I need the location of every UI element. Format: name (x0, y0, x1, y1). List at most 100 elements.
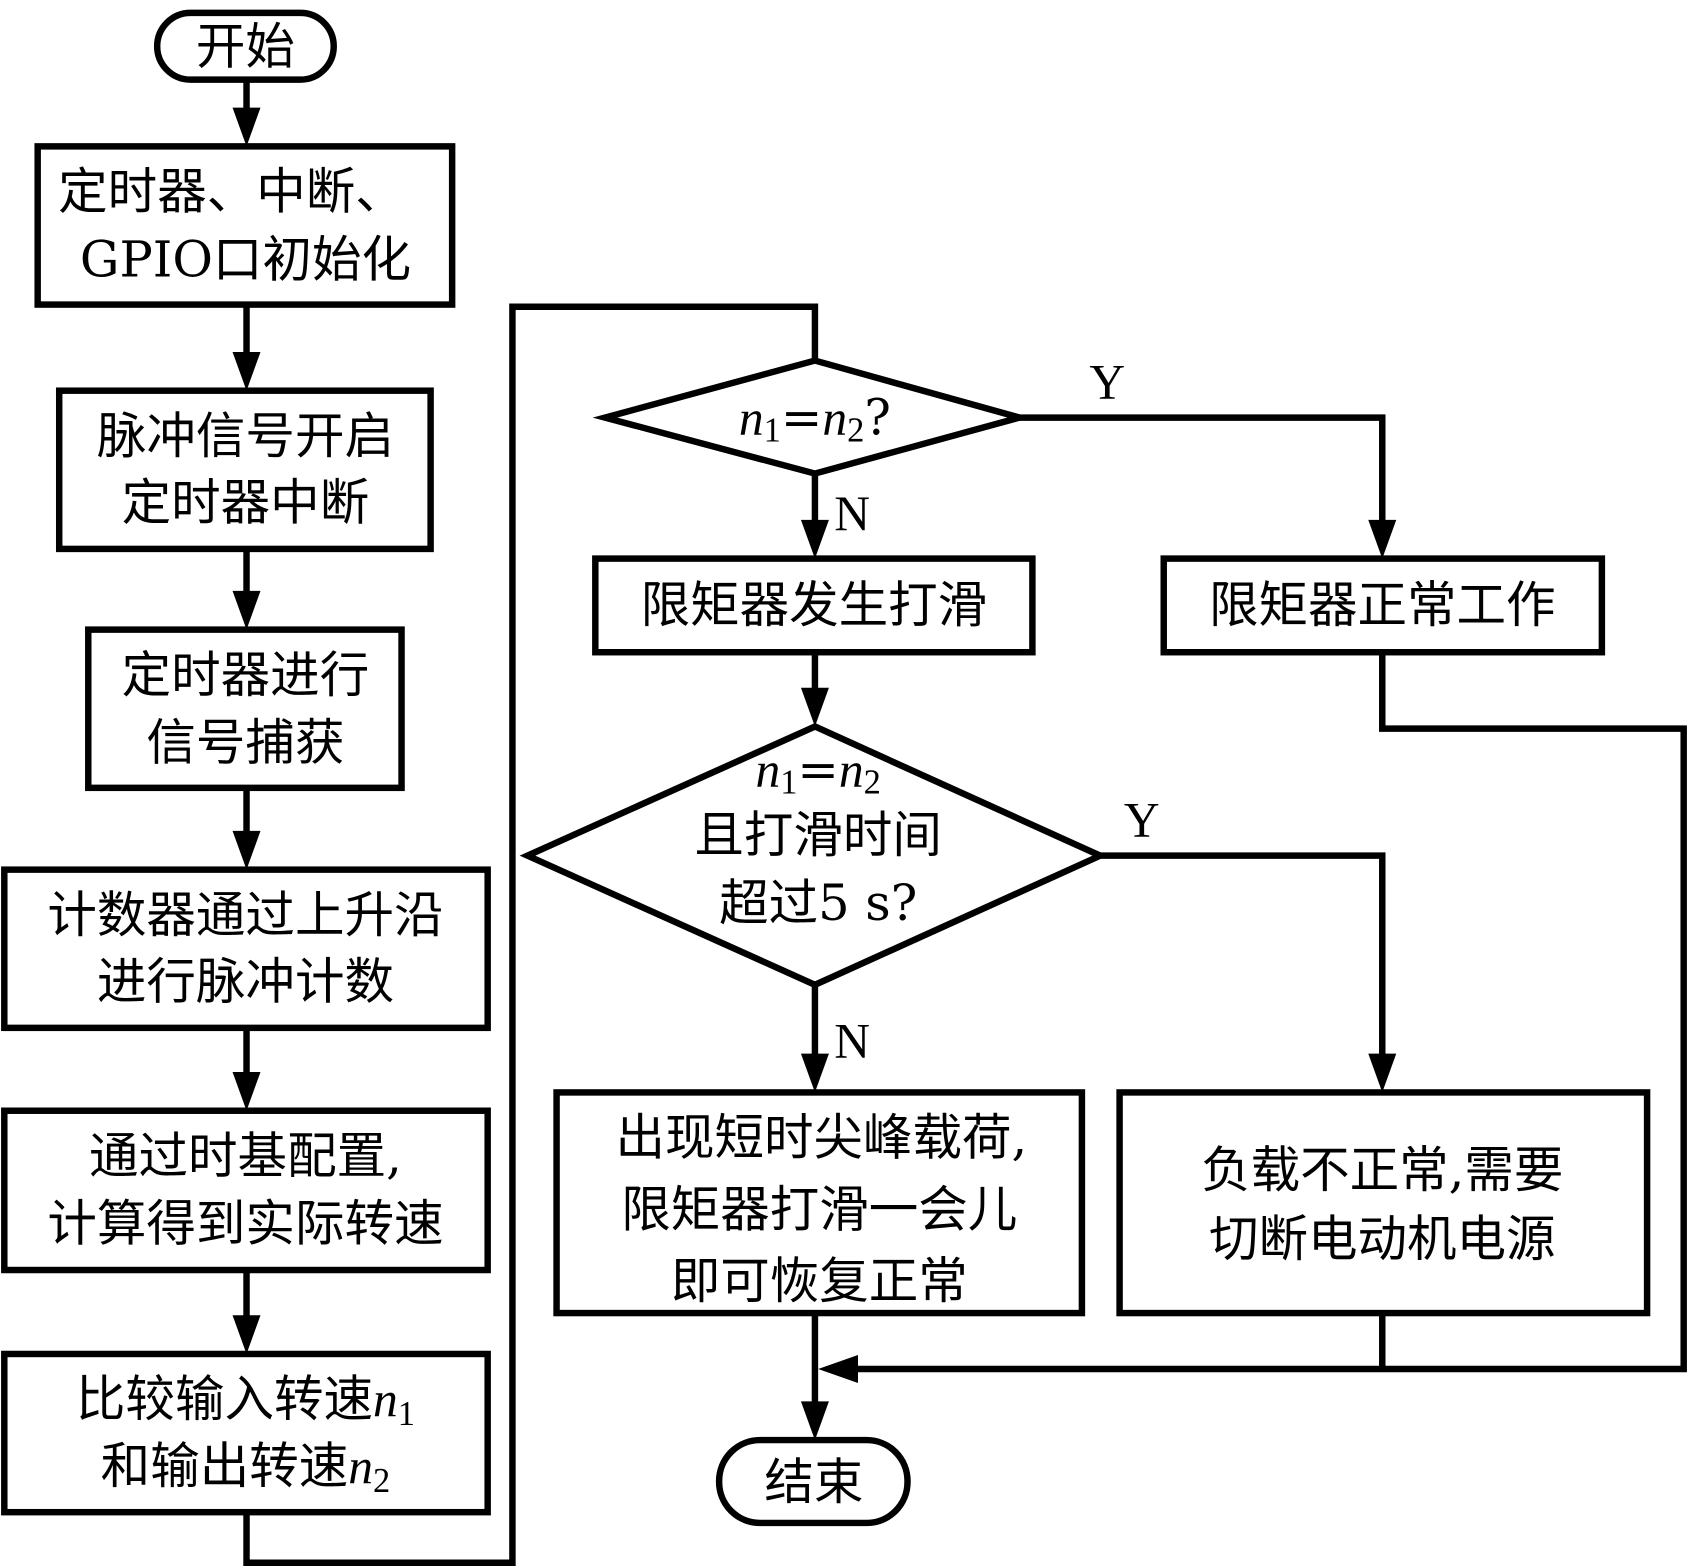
connector-line (1019, 414, 1386, 534)
subscript-2: 2 (864, 763, 881, 801)
loop-line (243, 303, 819, 1566)
speed-box-shape (1, 1107, 491, 1274)
transient-box-shape (553, 1089, 1086, 1317)
connector-line (1100, 852, 1386, 1068)
decision-1: n1=n2? (592, 357, 1032, 477)
compare-box: 比较输入转速n1 和输出转速n2 (1, 1350, 491, 1516)
arrow-head (232, 107, 261, 147)
edge-decision2-yes: Y (1100, 793, 1397, 1093)
count-box-line-2: 进行脉冲计数 (97, 953, 394, 1011)
arrow-head (800, 1401, 829, 1441)
subscript-1: 1 (398, 1395, 415, 1433)
cutoff-box-shape (1116, 1089, 1651, 1317)
init-box-line-1: 定时器、中断、 (58, 163, 405, 221)
arrow-head (800, 687, 829, 727)
end-terminal: 结束 (715, 1436, 911, 1527)
speed-box-line-1: 通过时基配置, (89, 1127, 402, 1185)
cutoff-box-line-2: 切断电动机电源 (1209, 1210, 1556, 1268)
edge-label-no: N (834, 486, 870, 541)
pulse-start-box: 脉冲信号开启 定时器中断 (55, 387, 434, 553)
edge-decision2-no: N (800, 984, 870, 1093)
var-n1: n (755, 742, 780, 797)
slip-box-shape (592, 555, 1036, 656)
count-box-line-1: 计数器通过上升沿 (47, 886, 443, 944)
arrow-head (232, 830, 261, 870)
edge-label-yes: Y (1124, 793, 1160, 848)
question-mark: ? (864, 389, 891, 447)
arrow-head (800, 1053, 829, 1093)
end-terminal-label: 结束 (764, 1453, 863, 1511)
speed-box: 通过时基配置, 计算得到实际转速 (1, 1107, 491, 1274)
subscript-1: 1 (780, 763, 797, 801)
pulse-start-box-line-1: 脉冲信号开启 (97, 407, 394, 465)
capture-box: 定时器进行 信号捕获 (85, 626, 405, 792)
compare-box-line-1: 比较输入转速n1 (76, 1370, 415, 1433)
var-n1: n (373, 1372, 398, 1427)
var-n1: n (739, 390, 764, 445)
subscript-2: 2 (373, 1462, 390, 1500)
compare-line-2-text: 和输出转速 (101, 1437, 349, 1495)
init-box-shape (34, 143, 456, 308)
pulse-start-box-line-2: 定时器中断 (122, 474, 370, 532)
capture-box-shape (85, 626, 405, 792)
decision-2-line-2: 超过5 s? (719, 874, 917, 932)
transient-box-line-1: 出现短时尖峰载荷, (615, 1109, 1027, 1167)
connector-normal-to-merge (818, 652, 1687, 1384)
arrow-head (232, 590, 261, 630)
decision-2-line-1: 且打滑时间 (694, 806, 942, 864)
normal-box-label: 限矩器正常工作 (1209, 576, 1556, 634)
subscript-2: 2 (847, 412, 864, 450)
slip-box: 限矩器发生打滑 (592, 555, 1036, 656)
arrow-start-to-init (232, 79, 261, 147)
arrow-head (232, 1071, 261, 1111)
var-n2: n (348, 1438, 373, 1493)
arrow-head (800, 519, 829, 559)
slip-box-label: 限矩器发生打滑 (641, 576, 988, 634)
connector-line (850, 652, 1687, 1373)
equals-sign: = (797, 741, 838, 799)
var-n2: n (839, 742, 864, 797)
subscript-1: 1 (764, 412, 781, 450)
init-box-line-2: GPIO口初始化 (80, 230, 411, 288)
count-box: 计数器通过上升沿 进行脉冲计数 (1, 866, 491, 1032)
arrow-pulse-to-capture (232, 548, 261, 630)
transient-box-line-2: 限矩器打滑一会儿 (621, 1181, 1017, 1239)
compare-box-line-2: 和输出转速n2 (101, 1437, 391, 1500)
decision-1-label: n1=n2? (739, 389, 891, 450)
arrow-count-to-speed (232, 1027, 261, 1111)
connector-compare-to-decision1 (243, 303, 819, 1566)
arrow-head (1368, 519, 1397, 559)
arrow-capture-to-count (232, 787, 261, 870)
cutoff-box-line-1: 负载不正常,需要 (1201, 1141, 1563, 1199)
speed-box-line-2: 计算得到实际转速 (47, 1195, 443, 1253)
capture-box-line-2: 信号捕获 (146, 714, 344, 772)
arrow-speed-to-compare (232, 1270, 261, 1354)
arrow-head (232, 1315, 261, 1354)
arrow-head (1368, 1053, 1397, 1093)
equals-sign: = (781, 389, 822, 447)
arrow-slip-to-decision2 (800, 652, 829, 727)
normal-box-shape (1160, 555, 1606, 656)
arrow-head (818, 1355, 858, 1384)
normal-box: 限矩器正常工作 (1160, 555, 1606, 656)
arrow-init-to-pulse (232, 304, 261, 391)
start-terminal: 开始 (153, 9, 337, 83)
transient-box-line-3: 即可恢复正常 (671, 1252, 968, 1310)
edge-decision1-yes: Y (1019, 355, 1397, 559)
decision-2: n1=n2 且打滑时间 超过5 s? (519, 722, 1109, 989)
cutoff-box: 负载不正常,需要 切断电动机电源 (1116, 1089, 1651, 1317)
edge-label-yes: Y (1089, 355, 1125, 410)
capture-box-line-1: 定时器进行 (122, 646, 370, 704)
compare-line-1-text: 比较输入转速 (76, 1370, 373, 1428)
edge-label-no: N (834, 1013, 870, 1068)
arrow-transient-to-end (800, 1313, 829, 1441)
var-n2: n (822, 390, 847, 445)
arrow-head (232, 351, 261, 391)
end-terminal-shape (715, 1436, 911, 1527)
transient-box: 出现短时尖峰载荷, 限矩器打滑一会儿 即可恢复正常 (553, 1089, 1086, 1317)
start-terminal-label: 开始 (196, 17, 295, 75)
edge-decision1-no: N (800, 473, 870, 559)
decision-2-condition: n1=n2 (755, 741, 880, 802)
init-box: 定时器、中断、 GPIO口初始化 (34, 143, 456, 308)
